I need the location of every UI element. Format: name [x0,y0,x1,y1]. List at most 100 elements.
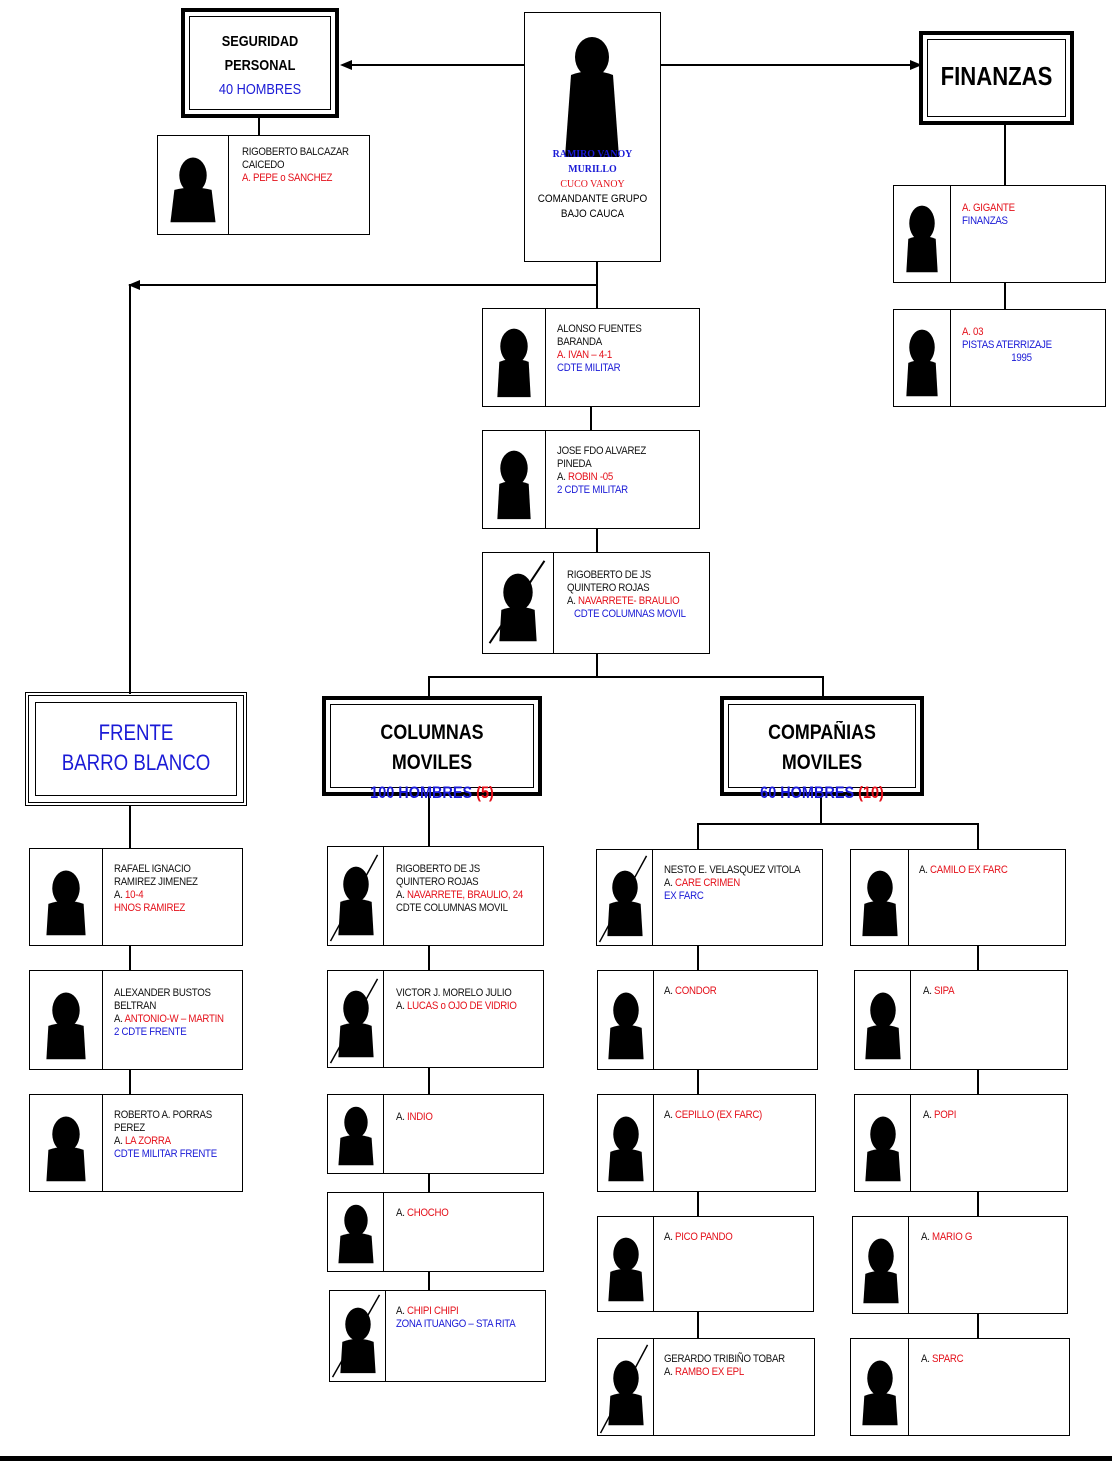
connector [428,1272,430,1290]
box-subcount: (5) [476,783,494,802]
person-alias: PICO PANDO [675,1231,733,1243]
person-alias: POPI [934,1109,957,1121]
person-card: A. GIGANTE FINANZAS [893,185,1106,283]
arrow-left-icon [128,280,140,290]
person-alias: A. GIGANTE [962,202,1015,214]
connector [129,284,131,694]
leader-name: MURILLO [568,163,617,175]
alias-prefix: A. [114,1013,125,1025]
silhouette-icon [488,560,546,644]
alias-prefix: A. [396,1305,408,1317]
silhouette-icon [46,992,86,1060]
person-role: PISTAS ATERRIZAJE [962,339,1052,351]
box-count: 100 HOMBRES [370,783,473,802]
silhouette-icon [329,854,379,942]
connector [660,64,912,66]
person-photo [328,971,384,1067]
bottom-rule [0,1456,1112,1461]
connector [822,676,824,696]
person-alias: CAMILO EX FARC [930,864,1008,876]
person-role: 2 CDTE FRENTE [114,1026,187,1038]
alias-prefix: A. [396,889,408,901]
person-photo [328,1193,384,1271]
alias-prefix: A. [664,877,676,889]
person-alias: INDIO [407,1111,433,1123]
person-alias: NAVARRETE, BRAULIO, 24 [407,889,524,901]
silhouette-icon [906,329,938,397]
person-card: RAFAEL IGNACIO RAMIREZ JIMENEZ A. 10-4 H… [29,848,243,946]
person-photo [483,553,554,653]
silhouette-icon [865,1116,901,1182]
arrow-right-icon [910,60,922,70]
person-name: PEREZ [114,1122,145,1134]
person-role: 1995 [1011,352,1032,364]
leader-card: RAMIRO VANOY MURILLO CUCO VANOY COMANDAN… [524,12,661,262]
connector [129,946,131,970]
connector [428,676,430,696]
person-alias: ANTONIO-W – MARTIN [124,1013,224,1025]
alias-prefix: A. [923,985,935,997]
person-photo [853,1217,909,1313]
person-alias: A. PEPE o SANCHEZ [242,172,333,184]
connector [428,946,430,970]
person-card: JOSE FDO ALVAREZ PINEDA A. ROBIN -05 2 C… [482,430,700,529]
silhouette-icon [906,205,938,273]
person-alias: A. 03 [962,326,984,338]
alias-prefix: A. [664,1366,676,1378]
connector [134,284,597,286]
leader-photo [563,27,621,157]
box-count: 40 HOMBRES [218,81,302,98]
person-card: A. 03 PISTAS ATERRIZAJE 1995 [893,309,1106,407]
person-role: CDTE COLUMNAS MOVIL [396,902,508,914]
box-title: SEGURIDAD [221,33,299,50]
person-card: VICTOR J. MORELO JULIO A. LUCAS o OJO DE… [327,970,544,1068]
person-alias: A. IVAN – 4-1 [557,349,613,361]
box-title: FINANZAS [940,61,1053,91]
person-card: RIGOBERTO DE JS QUINTERO ROJAS A. NAVARR… [482,552,710,654]
person-name: ALONSO FUENTES [557,323,642,335]
person-card: A. MARIO G [852,1216,1068,1314]
silhouette-icon [608,992,644,1060]
person-alias: SPARC [932,1353,964,1365]
silhouette-icon [608,1237,644,1302]
person-card: A. SPARC [850,1338,1070,1436]
person-alias: LA ZORRA [125,1135,171,1147]
alias-prefix: A. [923,1109,935,1121]
connector [697,1070,699,1094]
silhouette-icon [862,870,898,937]
silhouette-icon [862,1360,898,1426]
silhouette-icon [865,992,901,1060]
silhouette-icon [46,1116,86,1182]
person-alias: NAVARRETE- BRAULIO [578,595,680,607]
person-alias: SIPA [934,985,955,997]
seguridad-personal-box: SEGURIDAD PERSONAL 40 HOMBRES [181,8,339,118]
person-card: A. SIPA [854,970,1068,1070]
person-card: GERARDO TRIBIÑO TOBAR A. RAMBO EX EPL [597,1338,815,1436]
person-photo [894,186,951,282]
connector [697,823,979,825]
alias-prefix: A. [664,1231,676,1243]
silhouette-icon [338,1204,374,1264]
person-photo [30,971,103,1069]
alias-prefix: A. [567,595,579,607]
person-role: CDTE COLUMNAS MOVIL [574,608,686,620]
silhouette-icon [599,1344,649,1434]
connector [258,117,260,135]
connector [590,406,592,430]
connector [129,1070,131,1094]
finanzas-box: FINANZAS [919,31,1074,125]
silhouette-icon [497,328,531,398]
person-card: RIGOBERTO BALCAZAR CAICEDO A. PEPE o SAN… [157,135,370,235]
person-name: RAMIREZ JIMENEZ [114,876,198,888]
silhouette-icon [338,1106,374,1166]
silhouette-icon [608,1116,644,1182]
person-role: FINANZAS [962,215,1008,227]
connector [596,528,598,552]
person-name: CAICEDO [242,159,285,171]
box-title: PERSONAL [224,57,296,74]
connector [977,1314,979,1338]
person-card: RIGOBERTO DE JS QUINTERO ROJAS A. NAVARR… [327,846,544,946]
person-alias: LUCAS o OJO DE VIDRIO [407,1000,517,1012]
person-name: NESTO E. VELASQUEZ VITOLA [664,864,801,876]
person-photo [30,1095,103,1191]
